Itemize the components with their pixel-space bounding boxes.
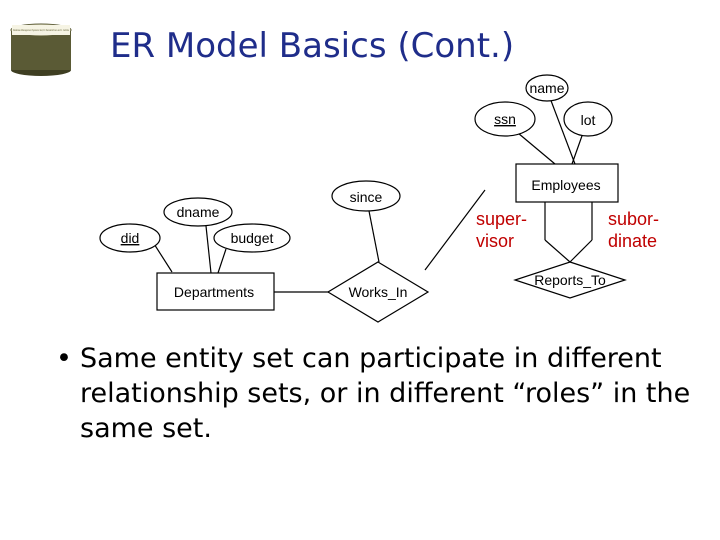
relationship-works-in-label: Works_In <box>349 284 408 300</box>
role-subordinate-line2: dinate <box>608 231 657 251</box>
entity-employees: Employees <box>515 163 619 203</box>
attr-lot: lot <box>563 101 613 137</box>
relationship-reports-to: Reports_To <box>513 261 627 299</box>
er-diagram: name ssn lot since dname did budget Empl… <box>99 74 659 323</box>
role-subordinate-line1: subor- <box>608 209 659 229</box>
entity-employees-label: Employees <box>531 177 600 193</box>
attr-dname: dname <box>163 197 233 227</box>
attr-budget-label: budget <box>231 230 274 246</box>
slide-title: ER Model Basics (Cont.) <box>110 26 515 66</box>
attr-ssn: ssn <box>474 101 536 137</box>
role-supervisor-line2: visor <box>476 231 514 251</box>
book-logo-icon: Database Management Systems 3ed, R. Rama… <box>10 23 72 76</box>
attr-did: did <box>99 223 161 253</box>
attr-did-label: did <box>121 230 140 246</box>
bullet-text: Same entity set can participate in diffe… <box>80 343 691 444</box>
attr-name-label: name <box>529 80 564 96</box>
attr-since: since <box>331 180 401 212</box>
entity-departments: Departments <box>156 272 275 311</box>
logo-caption: Database Management Systems 3ed, R. Rama… <box>13 28 69 32</box>
role-supervisor-line1: super- <box>476 209 527 229</box>
attr-lot-label: lot <box>581 112 596 128</box>
entity-departments-label: Departments <box>174 284 254 300</box>
relationship-reports-to-label: Reports_To <box>534 272 606 288</box>
relationship-works-in: Works_In <box>326 261 430 323</box>
bullet-marker: • <box>56 343 72 374</box>
bullet-point: • Same entity set can participate in dif… <box>56 342 696 446</box>
attr-name: name <box>525 74 569 102</box>
attr-ssn-label: ssn <box>494 111 516 127</box>
attr-dname-label: dname <box>177 204 220 220</box>
attr-since-label: since <box>350 189 383 205</box>
attr-budget: budget <box>213 223 291 253</box>
